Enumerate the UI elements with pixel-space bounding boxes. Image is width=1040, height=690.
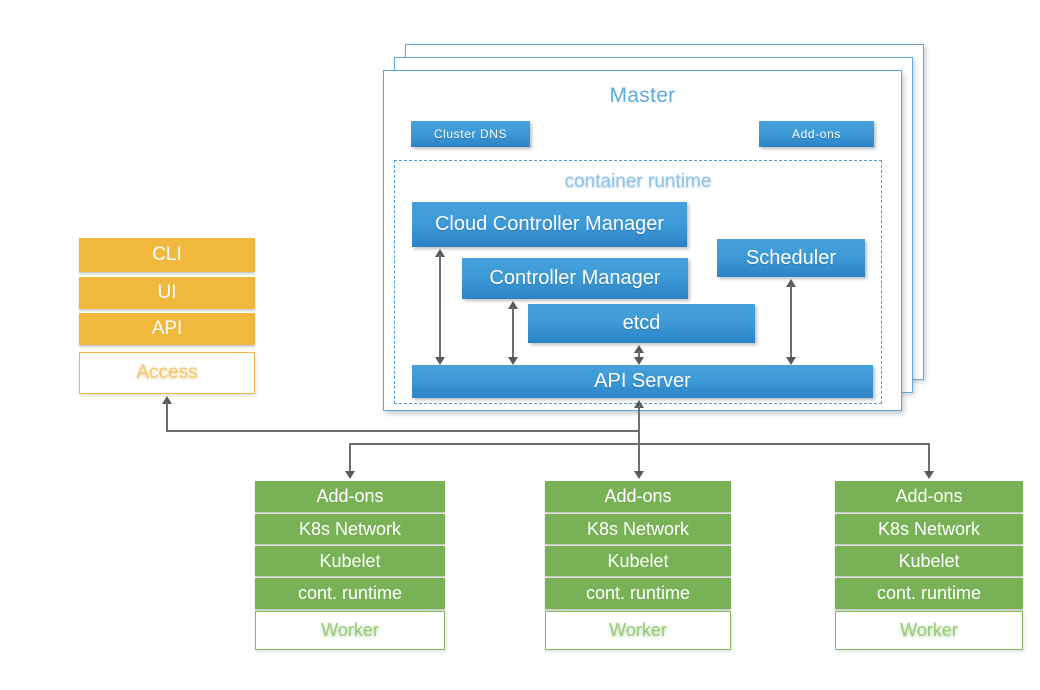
worker-3-footer: Worker xyxy=(835,611,1023,650)
arrow-bus-to-api-server xyxy=(634,400,644,408)
arrow-etcd-to-api-down xyxy=(634,357,644,365)
worker-3-layer-k8s-network[interactable]: K8s Network xyxy=(835,514,1023,544)
worker-1-layer-cont-runtime[interactable]: cont. runtime xyxy=(255,578,445,609)
arrow-ccm-line xyxy=(439,255,441,358)
arrow-scheduler-to-api-down xyxy=(786,357,796,365)
etcd-box[interactable]: etcd xyxy=(528,304,755,343)
worker-2-layer-kubelet[interactable]: Kubelet xyxy=(545,546,731,576)
arrow-scheduler-line xyxy=(790,285,792,358)
access-item-ui[interactable]: UI xyxy=(79,277,255,309)
bus-center-vertical xyxy=(638,406,640,473)
arrow-ccm-to-api-up xyxy=(435,249,445,257)
arrow-ccm-to-api-down xyxy=(435,357,445,365)
arrow-bus-to-worker-2 xyxy=(634,471,644,479)
arrow-scheduler-to-api-up xyxy=(786,279,796,287)
worker-1-layer-add-ons[interactable]: Add-ons xyxy=(255,481,445,512)
worker-3-layer-kubelet[interactable]: Kubelet xyxy=(835,546,1023,576)
arrow-cm-to-api-up xyxy=(508,301,518,309)
worker-1-layer-kubelet[interactable]: Kubelet xyxy=(255,546,445,576)
worker-2-layer-k8s-network[interactable]: K8s Network xyxy=(545,514,731,544)
branch-line-worker-1 xyxy=(349,443,351,473)
worker-3-layer-cont-runtime[interactable]: cont. runtime xyxy=(835,578,1023,609)
access-footer: Access xyxy=(79,352,255,394)
arrow-etcd-line xyxy=(638,351,640,359)
master-title: Master xyxy=(609,84,676,107)
api-server-box[interactable]: API Server xyxy=(412,365,873,398)
worker-1-footer: Worker xyxy=(255,611,445,650)
worker-3-layer-add-ons[interactable]: Add-ons xyxy=(835,481,1023,512)
worker-2-layer-cont-runtime[interactable]: cont. runtime xyxy=(545,578,731,609)
worker-2-layer-add-ons[interactable]: Add-ons xyxy=(545,481,731,512)
arrow-cm-to-api-down xyxy=(508,357,518,365)
arrow-etcd-to-api-up xyxy=(634,345,644,353)
branch-line-worker-3 xyxy=(928,443,930,473)
arrow-cm-line xyxy=(512,307,514,358)
arrow-bus-to-worker-3 xyxy=(924,471,934,479)
bus-line-upper xyxy=(166,430,640,432)
worker-1-layer-k8s-network[interactable]: K8s Network xyxy=(255,514,445,544)
chip-add-ons[interactable]: Add-ons xyxy=(759,121,874,147)
access-item-cli[interactable]: CLI xyxy=(79,238,255,272)
chip-cluster-dns[interactable]: Cluster DNS xyxy=(411,121,530,147)
bus-to-access-line xyxy=(166,402,168,431)
scheduler-box[interactable]: Scheduler xyxy=(717,239,865,277)
controller-manager-box[interactable]: Controller Manager xyxy=(462,258,688,299)
cloud-controller-manager-box[interactable]: Cloud Controller Manager xyxy=(412,202,687,247)
arrow-bus-to-access xyxy=(162,396,172,404)
access-item-api[interactable]: API xyxy=(79,313,255,345)
container-runtime-title: container runtime xyxy=(564,171,712,192)
worker-2-footer: Worker xyxy=(545,611,731,650)
arrow-bus-to-worker-1 xyxy=(345,471,355,479)
